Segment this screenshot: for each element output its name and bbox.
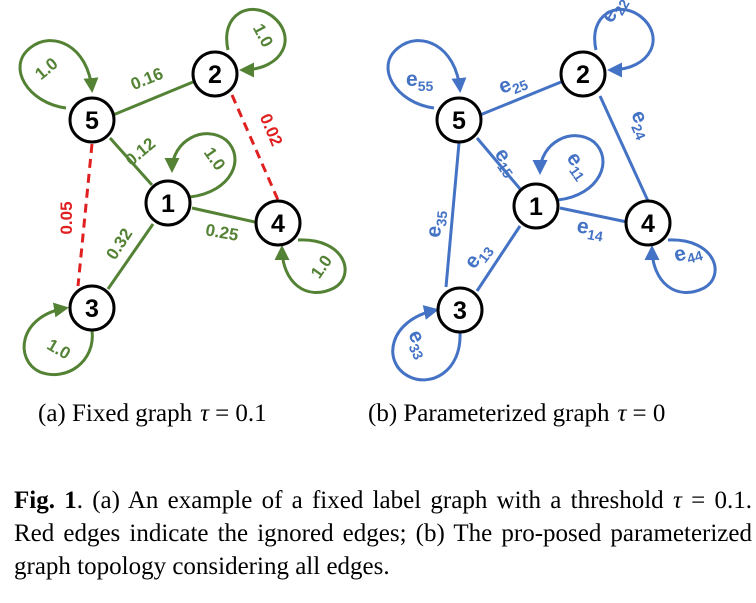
node-4 <box>254 199 302 247</box>
node-5-label: 5 <box>85 107 99 135</box>
node-5 <box>68 96 116 144</box>
weight-self-3: 1.0 <box>44 335 74 363</box>
edge-3-5-ignored <box>76 143 94 287</box>
label-e35: e35 <box>422 209 450 239</box>
caption-text-1: . (a) An example of a fixed label graph … <box>76 487 673 514</box>
panel-b-nodes <box>435 50 672 334</box>
weight-2-4: 0.02 <box>256 111 286 149</box>
panel-b-tau-value: = 0 <box>633 400 666 427</box>
edge-subscript: 14 <box>586 226 604 244</box>
edge-1-3 <box>475 225 522 292</box>
label-e15: e15 <box>487 144 524 181</box>
weight-2-5: 0.16 <box>128 64 166 94</box>
edge-subscript: 44 <box>685 247 704 267</box>
node-1 <box>512 182 560 230</box>
panel-a-caption-text: (a) Fixed graph <box>38 400 193 427</box>
panel-b-edges <box>444 80 650 292</box>
edge-symbol: e <box>671 242 688 267</box>
self-loop-3 <box>391 305 462 382</box>
edge-1-5 <box>108 137 154 186</box>
node-2 <box>559 50 607 98</box>
panel-b-node-labels: 5 2 1 4 3 <box>452 61 655 325</box>
weight-self-4: 1.0 <box>307 252 336 282</box>
figure-caption: Fig. 1. (a) An example of a fixed label … <box>14 484 752 583</box>
self-loop-2 <box>593 7 655 78</box>
edge-symbol: e <box>575 214 591 239</box>
self-loop-3 <box>22 302 94 377</box>
caption-text-2: = 0.1. Red edges indicate the ignored ed… <box>14 487 752 580</box>
weight-self-1: 1.0 <box>200 144 229 174</box>
panel-a-fixed-graph: 5 2 1 4 3 0.16 0.12 0.25 0.32 0.02 0.05 … <box>18 7 347 377</box>
self-loop-5 <box>386 39 467 110</box>
panel-a-nodes <box>68 50 302 332</box>
node-4 <box>624 199 672 247</box>
self-loop-4 <box>274 238 347 294</box>
node-3-label: 3 <box>453 297 467 325</box>
label-e14: e14 <box>575 214 607 244</box>
self-loop-1 <box>164 132 237 199</box>
edge-subscript: 24 <box>628 122 649 143</box>
node-5-label: 5 <box>452 107 466 135</box>
self-loop-5 <box>18 39 99 110</box>
edge-1-5 <box>475 137 523 191</box>
panel-b-caption-text: (b) Parameterized graph <box>368 400 610 427</box>
edge-subscript: 55 <box>418 78 434 94</box>
panel-a-kept-edges <box>106 80 256 290</box>
node-3 <box>68 284 116 332</box>
label-e22: e22 <box>596 0 632 28</box>
panel-a-caption: (a) Fixed graph τ= 0.1 <box>38 400 267 427</box>
weight-1-4: 0.25 <box>204 220 240 244</box>
edge-subscript: 33 <box>406 341 427 362</box>
edge-symbol: e <box>406 68 418 91</box>
self-loop-4 <box>644 238 717 294</box>
edge-subscript: 25 <box>510 76 531 97</box>
edge-2-4 <box>598 95 650 202</box>
node-4-label: 4 <box>641 210 655 238</box>
self-loop-2 <box>225 7 287 78</box>
edge-3-5 <box>444 142 461 288</box>
node-1 <box>144 179 192 227</box>
caption-tau: τ <box>672 487 682 514</box>
edge-1-4 <box>191 206 256 224</box>
edge-2-5 <box>112 80 194 117</box>
panel-b-tau: τ <box>618 400 628 427</box>
edge-2-4-ignored <box>230 94 280 201</box>
edge-1-4 <box>559 206 628 224</box>
node-2-label: 2 <box>208 61 222 89</box>
node-5 <box>435 96 483 144</box>
node-1-label: 1 <box>529 193 543 221</box>
node-3 <box>436 286 484 334</box>
figure-label: Fig. 1 <box>14 487 77 514</box>
figure-diagrams: 5 2 1 4 3 0.16 0.12 0.25 0.32 0.02 0.05 … <box>18 0 717 427</box>
edge-symbol: e <box>422 225 446 239</box>
label-e44: e44 <box>671 238 704 270</box>
weight-self-2: 1.0 <box>249 21 277 51</box>
node-2-label: 2 <box>576 61 590 89</box>
weight-self-5: 1.0 <box>31 54 61 84</box>
panel-a-self-loops <box>18 7 347 377</box>
panel-a-node-labels: 5 2 1 4 3 <box>85 61 285 323</box>
label-e24: e24 <box>624 107 659 142</box>
weight-1-5: 0.12 <box>122 134 160 170</box>
label-e55: e55 <box>406 68 433 94</box>
panel-a-tau-value: = 0.1 <box>215 400 267 427</box>
panel-b-self-loops <box>386 7 717 382</box>
label-e33: e33 <box>401 326 436 362</box>
edge-subscript: 22 <box>611 0 633 18</box>
panel-b-caption: (b) Parameterized graph τ= 0 <box>368 400 665 427</box>
weight-3-5: 0.05 <box>57 201 76 234</box>
edge-2-5 <box>479 80 562 117</box>
node-4-label: 4 <box>271 210 285 238</box>
edge-1-3 <box>106 223 155 290</box>
node-1-label: 1 <box>161 190 175 218</box>
node-2 <box>191 50 239 98</box>
panel-a-ignored-edges <box>76 94 280 287</box>
node-3-label: 3 <box>85 295 99 323</box>
panel-b-parameterized-graph: 5 2 1 4 3 e25 e15 e14 e13 e24 e35 e55 e2… <box>386 0 717 382</box>
label-e11: e11 <box>559 148 596 185</box>
panel-a-tau: τ <box>200 400 210 427</box>
edge-subscript: 35 <box>433 210 450 227</box>
self-loop-1 <box>532 134 605 202</box>
